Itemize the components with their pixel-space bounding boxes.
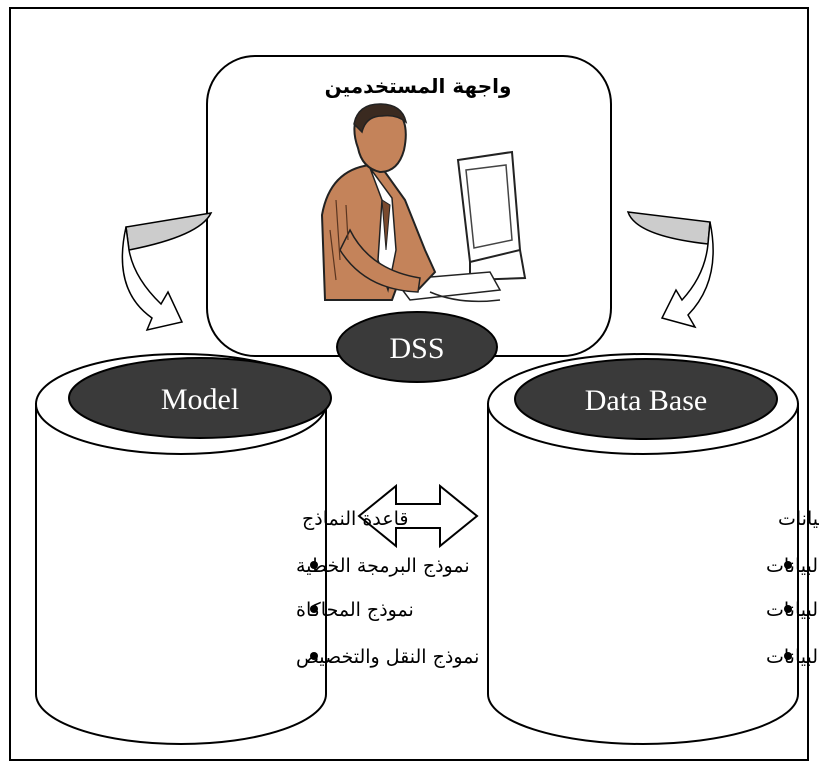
double-arrow-icon xyxy=(357,483,479,549)
curved-arrow-right-icon xyxy=(626,211,714,329)
database-list: ملفات البيانات سجلات البيانات حقول البيا… xyxy=(766,555,819,668)
bullet-icon xyxy=(784,561,792,569)
model-title: قاعدة النماذج xyxy=(302,508,408,530)
database-cylinder-body xyxy=(487,403,799,745)
database-list-item: سجلات البيانات xyxy=(766,599,819,621)
person-icon xyxy=(320,163,437,301)
bullet-icon xyxy=(310,605,318,613)
person-at-computer-icon xyxy=(320,103,527,303)
dss-label: DSS xyxy=(389,332,444,365)
database-list-item: حقول البيانات xyxy=(766,646,819,668)
model-header-label: Model xyxy=(161,383,239,416)
database-header-label: Data Base xyxy=(585,384,707,417)
model-list-item: نموذج النقل والتخصيص xyxy=(296,646,479,668)
user-interface-title: واجهة المستخدمين xyxy=(325,74,512,98)
model-header-oval xyxy=(68,357,332,439)
bullet-icon xyxy=(784,605,792,613)
model-list: نموذج البرمجة الخطية نموذج المحاكاة نموذ… xyxy=(296,555,479,668)
bullet-icon xyxy=(310,652,318,660)
model-list-item: نموذج البرمجة الخطية xyxy=(296,555,470,577)
model-cylinder-body xyxy=(35,403,327,745)
curved-arrow-left-icon xyxy=(121,212,213,332)
database-title: قاعدة البيانات xyxy=(778,508,819,530)
bullet-icon xyxy=(310,561,318,569)
user-interface-box xyxy=(206,55,612,357)
dss-oval xyxy=(336,311,498,383)
database-header-oval xyxy=(514,358,778,440)
database-list-item: ملفات البيانات xyxy=(766,555,819,577)
bullet-icon xyxy=(784,652,792,660)
model-list-item: نموذج المحاكاة xyxy=(296,599,414,621)
